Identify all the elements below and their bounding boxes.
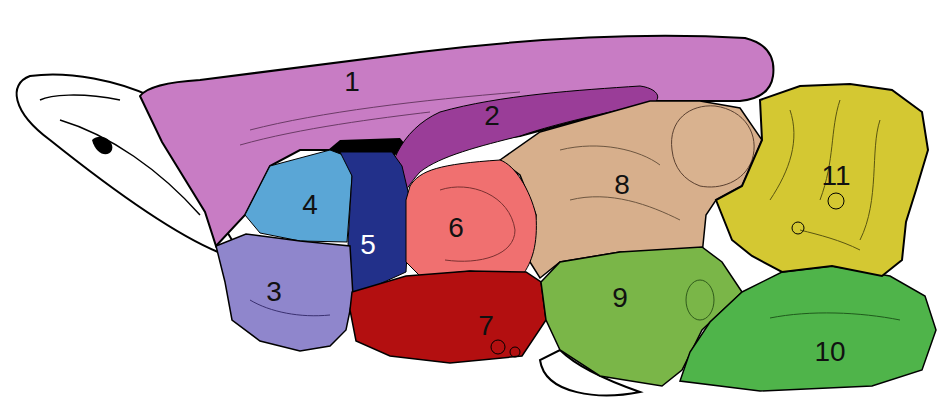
septum-region — [245, 150, 352, 242]
medulla-region — [680, 266, 936, 391]
basal-forebrain-region — [216, 234, 353, 351]
callout-number: 9 — [612, 284, 628, 312]
pons-nucleus — [686, 280, 714, 320]
cerebellum-nucleus — [792, 222, 804, 234]
cerebellum-nucleus — [828, 193, 844, 209]
thalamus-lines — [440, 187, 515, 261]
hypothalamus-nucleus — [491, 340, 505, 354]
callout-number: 10 — [814, 338, 845, 366]
callout-number: 6 — [448, 214, 464, 242]
medulla-lines — [770, 313, 900, 320]
midbrain-lines — [560, 146, 680, 220]
cerebellum-folia — [770, 100, 880, 250]
colliculus — [672, 106, 755, 187]
callout-number: 4 — [302, 191, 318, 219]
callout-number: 5 — [360, 231, 376, 259]
callout-number: 1 — [344, 68, 360, 96]
hypothalamus-region — [350, 271, 546, 363]
callout-number: 2 — [484, 102, 500, 130]
callout-number: 3 — [266, 278, 282, 306]
callout-number: 11 — [821, 162, 850, 190]
callout-number: 7 — [478, 312, 494, 340]
callout-number: 8 — [614, 171, 630, 199]
olfactory-ventricle — [92, 137, 112, 155]
cerebellum-region — [716, 84, 928, 276]
thalamus-region — [406, 160, 536, 276]
hypothalamus-nucleus — [510, 347, 520, 357]
forebrain-lines — [250, 300, 330, 316]
